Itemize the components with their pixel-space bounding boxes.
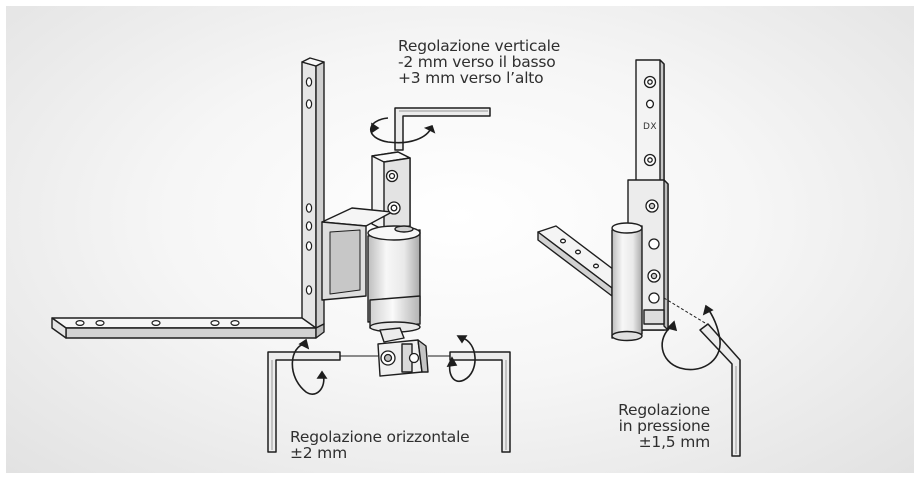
frame-bracket-holes [75,77,313,327]
rotation-arrow-right [446,335,476,383]
hinge-body [321,151,429,377]
vertical-adjustment-title: Regolazione verticale [398,37,561,55]
vertical-adjustment-up: +3 mm verso l’alto [398,69,544,87]
horizontal-adjustment-range: ±2 mm [290,444,347,462]
pressure-adjustment-subtitle: in pressione [618,417,711,435]
pressure-adjustment-title: Regolazione [618,401,710,419]
allen-key-horizontal-right [449,351,511,453]
sash-hinge-holes [559,75,661,304]
vertical-adjustment-label: Regolazione verticale -2 mm verso il bas… [398,38,560,86]
horizontal-adjustment-title: Regolazione orizzontale [290,428,470,446]
diagram-background [6,6,914,473]
pressure-adjustment-range: ±1,5 mm [638,433,711,451]
frame-bracket [51,57,325,339]
allen-key-vertical [394,107,491,151]
allen-key-pressure [699,323,741,457]
rotation-arrow-vertical [370,117,436,144]
sash-hinge-plate [537,59,669,342]
rotation-arrow-left [291,338,328,395]
horizontal-adjustment-label: Regolazione orizzontale ±2 mm [290,429,470,461]
side-mark-dx: DX [643,122,658,132]
allen-key-horizontal-left [267,351,341,453]
hinge-body-holes [380,169,420,366]
pressure-adjustment-label: Regolazione in pressione ±1,5 mm [604,402,710,450]
axis-line-pressure [663,297,711,327]
rotation-arrow-pressure [661,304,721,371]
vertical-adjustment-down: -2 mm verso il basso [398,53,556,71]
